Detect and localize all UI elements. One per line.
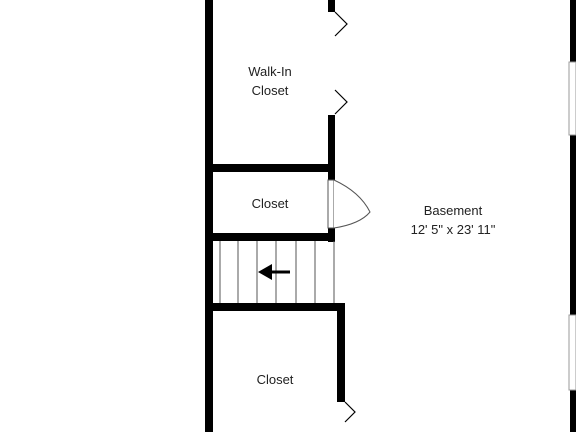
basement-dimensions: 12' 5" x 23' 11" [411,222,496,237]
stairs-bottom-wall [205,303,345,311]
closet-lower-label: Closet [257,372,294,387]
left-wall [205,0,213,432]
walls [205,0,576,432]
door-swing-arc [333,179,371,229]
walk-in-door-upper [334,11,348,37]
walk-in-closet-wall-mid [328,115,335,173]
closet-upper-label: Closet [252,196,289,211]
closet-top-wall [205,164,335,172]
right-wall-stub-mid [570,135,576,315]
right-wall-stub-top [570,0,576,62]
lower-closet-door [344,401,356,423]
closet-swing-door [327,179,371,229]
window-lower [568,314,576,391]
door-markers [334,11,356,423]
stair-direction-arrow-icon [258,264,290,280]
closet-right-wall-top [328,164,335,180]
walk-in-closet-label-line2: Closet [252,83,289,98]
walk-in-closet-wall-top [328,0,335,12]
basement-label: Basement [424,203,483,218]
right-windows [568,61,576,391]
lower-closet-right-wall [337,303,345,402]
window-upper [568,61,576,136]
walk-in-closet-label: Walk-In [248,64,292,79]
stairs-top-wall [205,233,335,241]
walk-in-door-lower [334,89,348,115]
door-leaf [327,179,335,229]
right-wall-stub-bottom [570,390,576,432]
